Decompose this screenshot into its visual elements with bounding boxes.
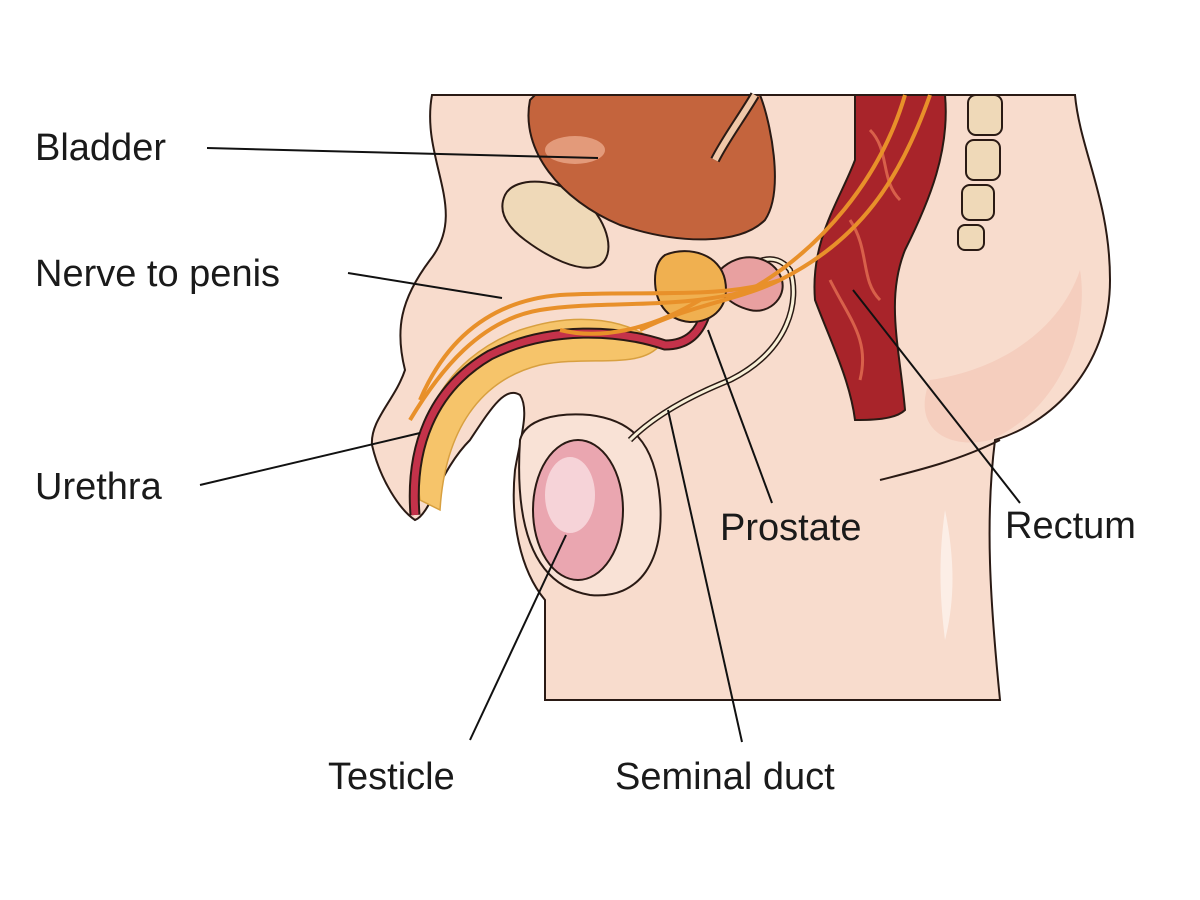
- label-prostate: Prostate: [720, 507, 862, 549]
- bladder: [527, 94, 776, 241]
- label-rectum: Rectum: [1005, 505, 1136, 547]
- rectum-texture: [828, 128, 902, 381]
- label-nerve-to-penis: Nerve to penis: [35, 253, 280, 295]
- thigh-highlight: [940, 510, 953, 640]
- seminal-duct-leader: [667, 409, 743, 743]
- rectum-leader: [852, 289, 1021, 504]
- label-bladder: Bladder: [35, 127, 166, 169]
- testicle-leader: [469, 534, 567, 741]
- label-urethra: Urethra: [35, 466, 163, 508]
- urethra-inner: [410, 313, 709, 516]
- buttock-crease: [879, 439, 1001, 481]
- testicle-highlight: [545, 457, 595, 533]
- label-seminal-duct: Seminal duct: [615, 756, 835, 798]
- label-testicle: Testicle: [328, 756, 455, 798]
- spine: [957, 94, 1003, 251]
- nerve-to-penis: [408, 94, 932, 422]
- ureter-inner: [712, 93, 758, 162]
- prostate-leader: [707, 329, 773, 504]
- urethra-leader: [199, 432, 421, 486]
- bladder-leader: [206, 147, 599, 159]
- nerve-leader: [347, 272, 503, 299]
- buttock-shading: [924, 270, 1082, 443]
- bladder-highlight: [545, 136, 605, 164]
